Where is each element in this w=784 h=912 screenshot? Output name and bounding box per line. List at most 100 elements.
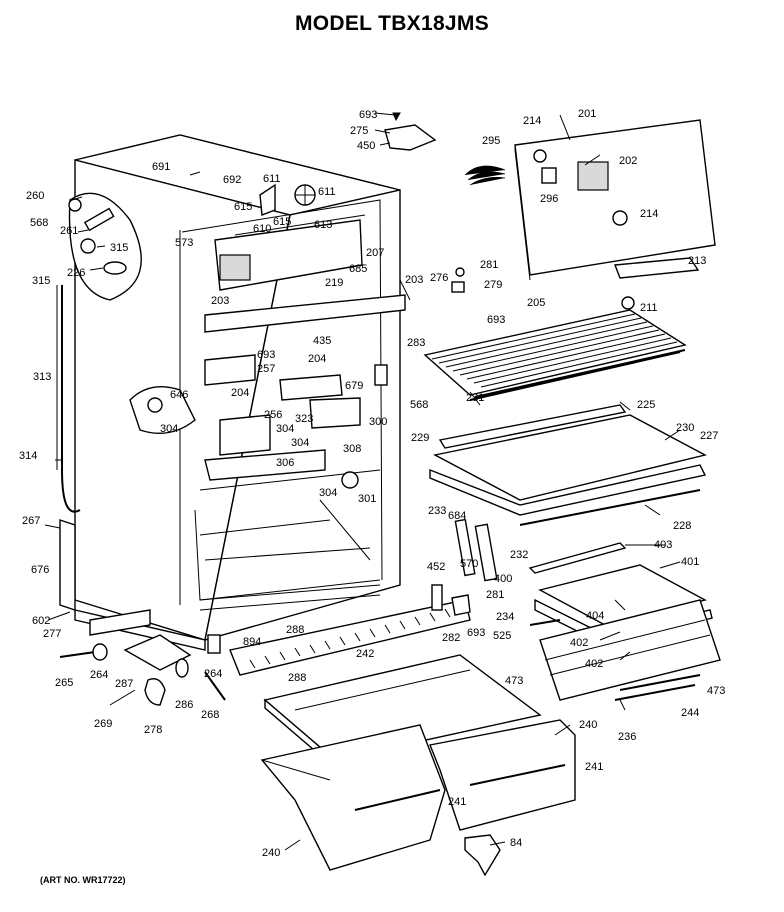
callout-label: 233 — [428, 505, 446, 517]
callout-label: 84 — [510, 837, 522, 849]
callout-label: 265 — [55, 677, 73, 689]
callout-label: 214 — [523, 115, 541, 127]
callout-label: 236 — [618, 731, 636, 743]
callout-label: 400 — [494, 573, 512, 585]
glass-shelves-drawing — [429, 404, 721, 701]
callout-label: 314 — [19, 450, 37, 462]
callout-label: 281 — [486, 589, 504, 601]
callout-label: 241 — [448, 796, 466, 808]
callout-label: 296 — [540, 193, 558, 205]
callout-label: 207 — [366, 247, 384, 259]
callout-label: 452 — [427, 561, 445, 573]
page-title: MODEL TBX18JMS — [294, 12, 490, 35]
callout-label: 281 — [480, 259, 498, 271]
callout-label: 288 — [286, 624, 304, 636]
callout-label: 264 — [90, 669, 108, 681]
callout-label: 573 — [175, 237, 193, 249]
callout-label: 301 — [358, 493, 376, 505]
callout-label: 676 — [31, 564, 49, 576]
callout-label: 610 — [253, 223, 271, 235]
freezer-back-panel-drawing — [384, 112, 716, 310]
callout-label: 282 — [442, 632, 460, 644]
callout-label: 213 — [688, 255, 706, 267]
callout-label: 241 — [585, 761, 603, 773]
callout-label: 611 — [263, 173, 281, 185]
callout-label: 304 — [291, 437, 309, 449]
callout-label: 242 — [356, 648, 374, 660]
callout-label: 226 — [67, 267, 85, 279]
callout-label: 227 — [700, 430, 718, 442]
callout-label: 402 — [570, 637, 588, 649]
callout-label: 260 — [26, 190, 44, 202]
callout-label: 615 — [273, 216, 291, 228]
callout-label: 611 — [318, 186, 336, 198]
callout-label: 315 — [32, 275, 50, 287]
callout-label: 267 — [22, 515, 40, 527]
callout-label: 315 — [110, 242, 128, 254]
callout-label: 304 — [276, 423, 294, 435]
callout-label: 201 — [578, 108, 596, 120]
callout-label: 231 — [466, 392, 484, 404]
callout-label: 473 — [505, 675, 523, 687]
callout-label: 202 — [619, 155, 637, 167]
callout-label: 613 — [314, 219, 332, 231]
callout-label: 286 — [175, 699, 193, 711]
callout-label: 256 — [264, 409, 282, 421]
callout-label: 277 — [43, 628, 61, 640]
callout-label: 435 — [313, 335, 331, 347]
callout-label: 203 — [405, 274, 423, 286]
callout-label: 279 — [484, 279, 502, 291]
callout-label: 232 — [510, 549, 528, 561]
callout-label: 244 — [681, 707, 699, 719]
callout-label: 685 — [349, 263, 367, 275]
callout-label: 204 — [308, 353, 326, 365]
callout-label: 568 — [410, 399, 428, 411]
callout-label: 308 — [343, 443, 361, 455]
callout-label: 684 — [448, 510, 466, 522]
callout-label: 693 — [359, 109, 377, 121]
callout-label: 240 — [262, 847, 280, 859]
callout-label: 261 — [60, 225, 78, 237]
callout-label: 473 — [707, 685, 725, 697]
callout-label: 691 — [152, 161, 170, 173]
callout-label: 295 — [482, 135, 500, 147]
callout-label: 692 — [223, 174, 241, 186]
callout-label: 679 — [345, 380, 363, 392]
callout-label: 403 — [654, 539, 672, 551]
callout-label: 287 — [115, 678, 133, 690]
callout-label: 264 — [204, 668, 222, 680]
callout-label: 304 — [319, 487, 337, 499]
callout-label: 214 — [640, 208, 658, 220]
callout-label: 615 — [234, 201, 252, 213]
callout-leaders — [44, 112, 681, 851]
callout-label: 323 — [295, 413, 313, 425]
callout-label: 568 — [30, 217, 48, 229]
callout-label: 203 — [211, 295, 229, 307]
callout-label: 234 — [496, 611, 514, 623]
callout-label: 402 — [585, 658, 603, 670]
callout-label: 229 — [411, 432, 429, 444]
callout-label: 240 — [579, 719, 597, 731]
callout-label: 602 — [32, 615, 50, 627]
callout-label: 401 — [681, 556, 699, 568]
crisper-drawers-drawing — [260, 654, 576, 877]
callout-label: 283 — [407, 337, 425, 349]
callout-label: 268 — [201, 709, 219, 721]
callout-label: 300 — [369, 416, 387, 428]
callout-label: 211 — [640, 302, 658, 314]
cabinet-drawing — [56, 134, 471, 706]
callout-label: 257 — [257, 363, 275, 375]
callout-label: 276 — [430, 272, 448, 284]
callout-label: 204 — [231, 387, 249, 399]
callout-label: 646 — [170, 389, 188, 401]
art-number: (ART NO. WR17722) — [40, 875, 126, 885]
callout-label: 693 — [467, 627, 485, 639]
callout-label: 693 — [487, 314, 505, 326]
callout-label: 225 — [637, 399, 655, 411]
callout-label: 278 — [144, 724, 162, 736]
callout-label: 894 — [243, 636, 261, 648]
callout-label: 304 — [160, 423, 178, 435]
callout-label: 205 — [527, 297, 545, 309]
